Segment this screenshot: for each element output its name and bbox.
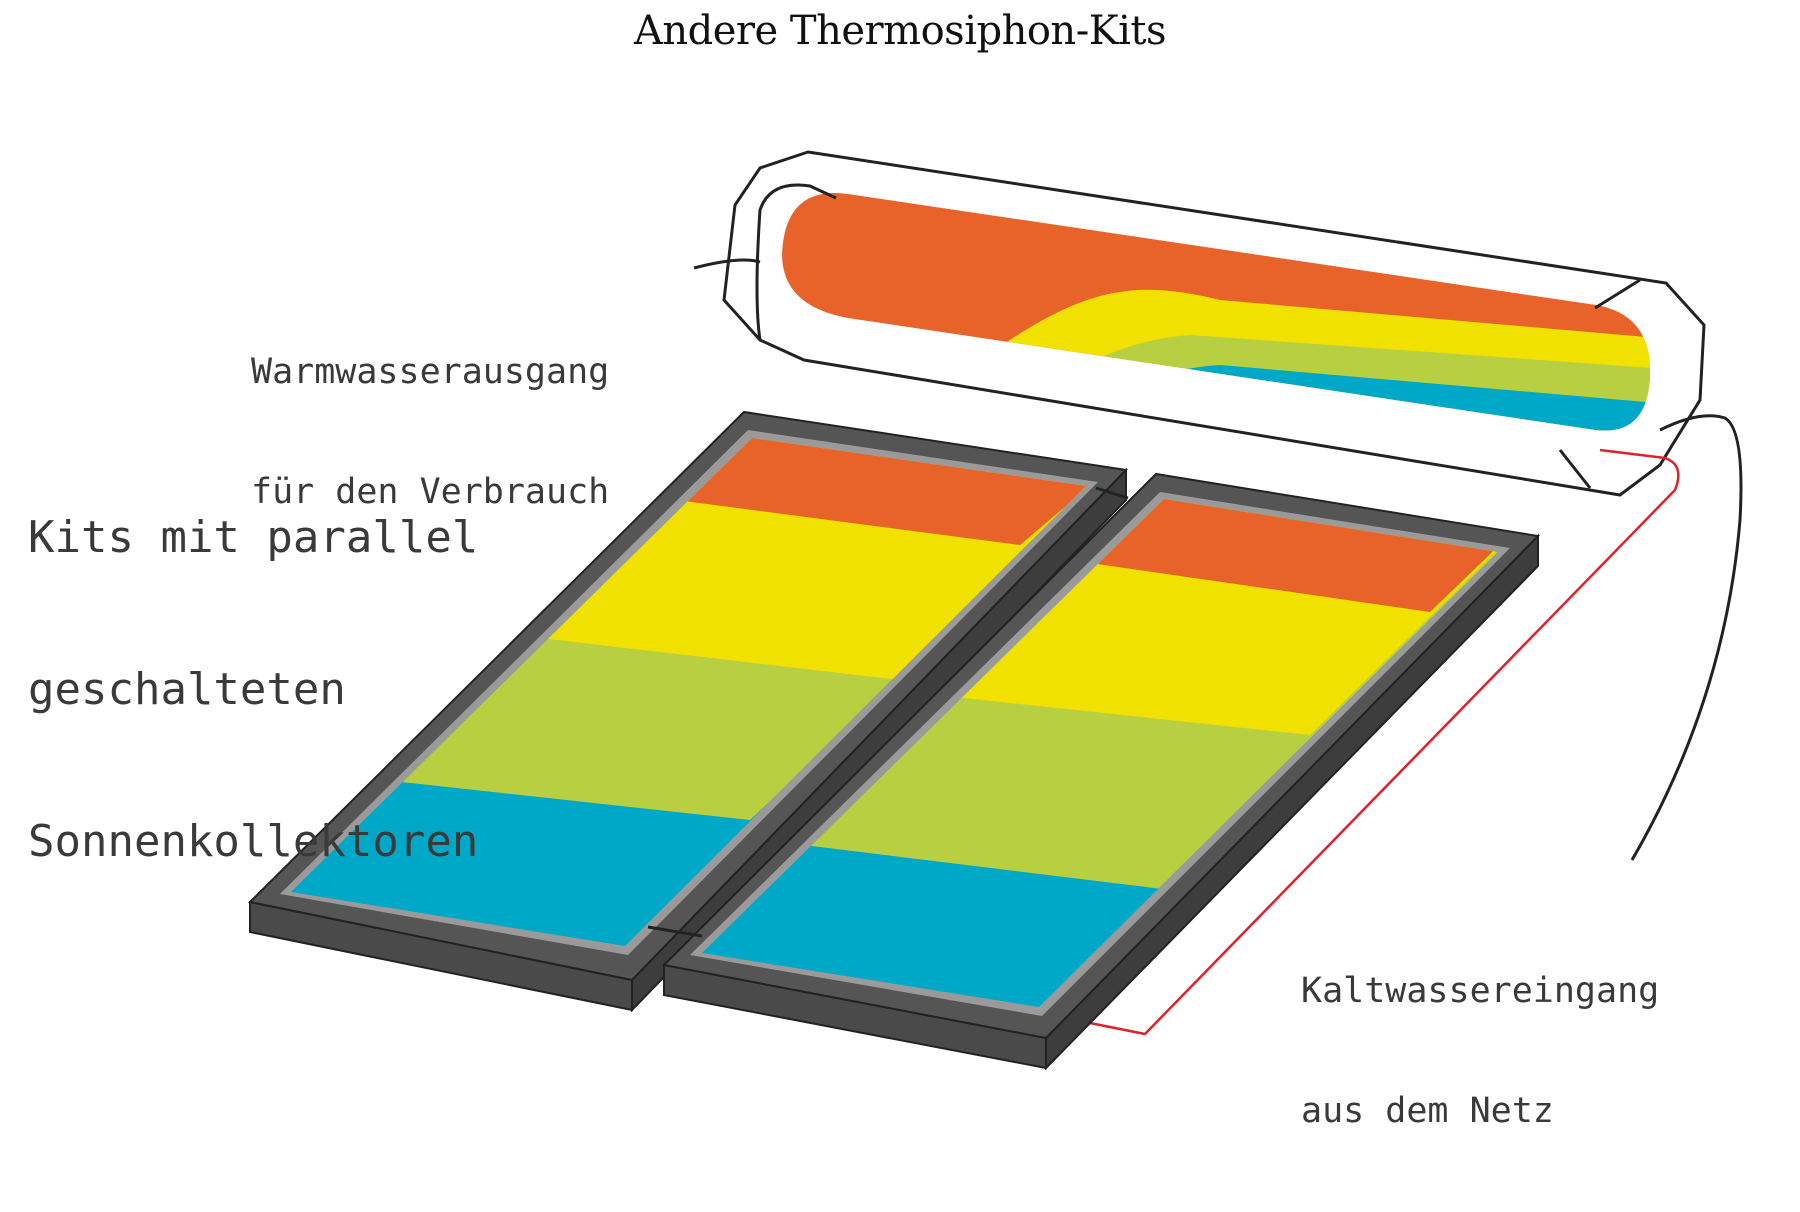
collector-left-band-top [600, 438, 1086, 545]
cold-inlet-pipe [1630, 414, 1743, 861]
kits-line-3: Sonnenkollektoren [28, 815, 479, 867]
kits-label: Kits mit parallel geschalteten Sonnenkol… [28, 412, 478, 969]
diagram-title: Andere Thermosiphon-Kits [633, 8, 1167, 54]
cold-water-inlet-line-2: aus dem Netz [1301, 1091, 1554, 1132]
hot-water-outlet-label: Warmwasserausgang für den Verbrauch [251, 271, 609, 593]
kits-line-2: geschalteten [28, 663, 346, 715]
cold-water-inlet-label: Kaltwassereingang aus dem Netz [1301, 890, 1659, 1212]
diagram-stage: Andere Thermosiphon-Kits Warmwasserausga… [28, 8, 1743, 1131]
cold-water-inlet-line-1: Kaltwassereingang [1301, 970, 1660, 1011]
collector-connector [647, 925, 703, 938]
collector-right-band-top [1000, 499, 1498, 612]
collector-return-pipe [1084, 448, 1680, 1036]
storage-tank [693, 150, 1743, 1036]
hot-outlet-pipe [693, 258, 761, 270]
thermosiphon-illustration [247, 150, 1743, 1071]
hot-water-outlet-line-2: für den Verbrauch [251, 472, 610, 513]
kits-line-1: Kits mit parallel [28, 512, 479, 564]
hot-water-outlet-line-1: Warmwasserausgang [251, 351, 610, 392]
